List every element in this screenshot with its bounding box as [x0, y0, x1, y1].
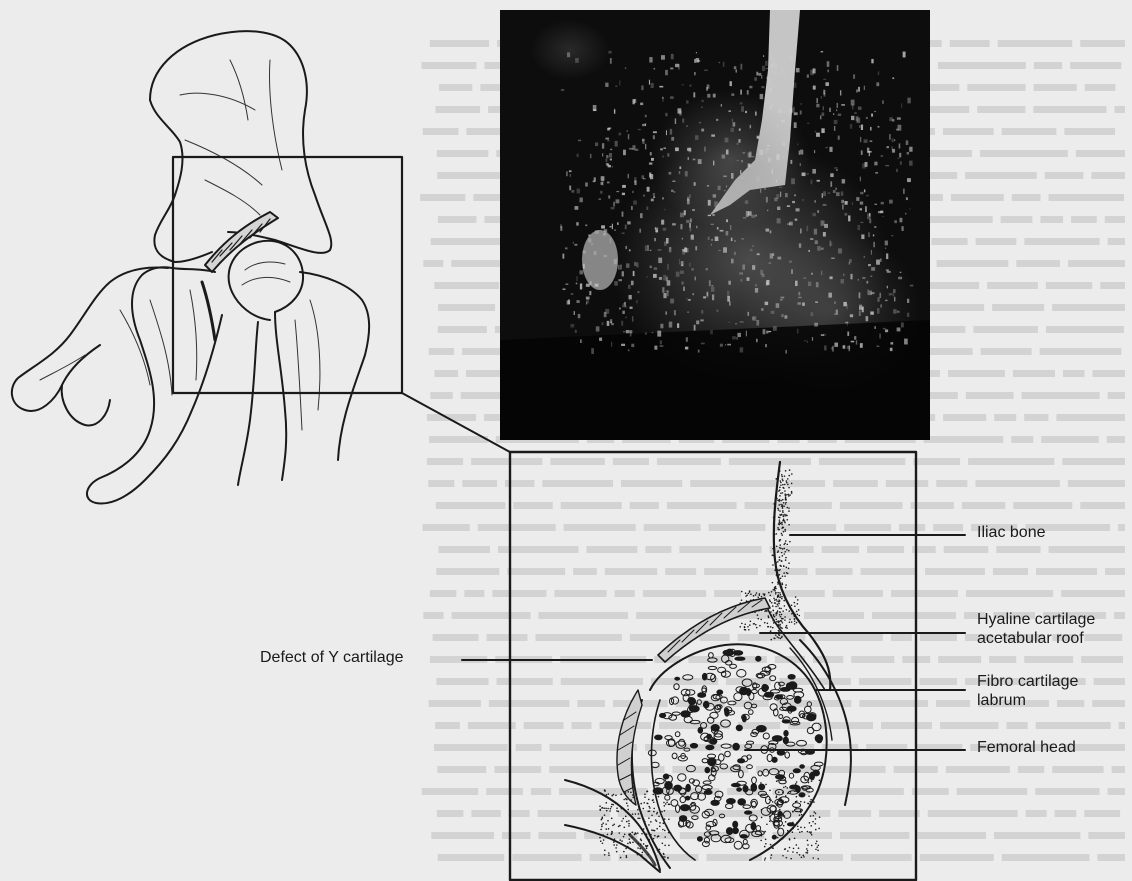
label-femoral-head: Femoral head — [977, 738, 1076, 757]
hip-bone-drawing — [12, 31, 369, 503]
label-defect-y-cartilage: Defect of Y cartilage — [260, 648, 404, 667]
label-fibro-cartilage: Fibro cartilage labrum — [977, 672, 1117, 710]
focus-rectangle — [173, 157, 402, 393]
detail-schematic — [565, 462, 851, 872]
label-hyaline-cartilage: Hyaline cartilage acetabular roof — [977, 610, 1127, 648]
label-iliac-bone: Iliac bone — [977, 523, 1046, 542]
